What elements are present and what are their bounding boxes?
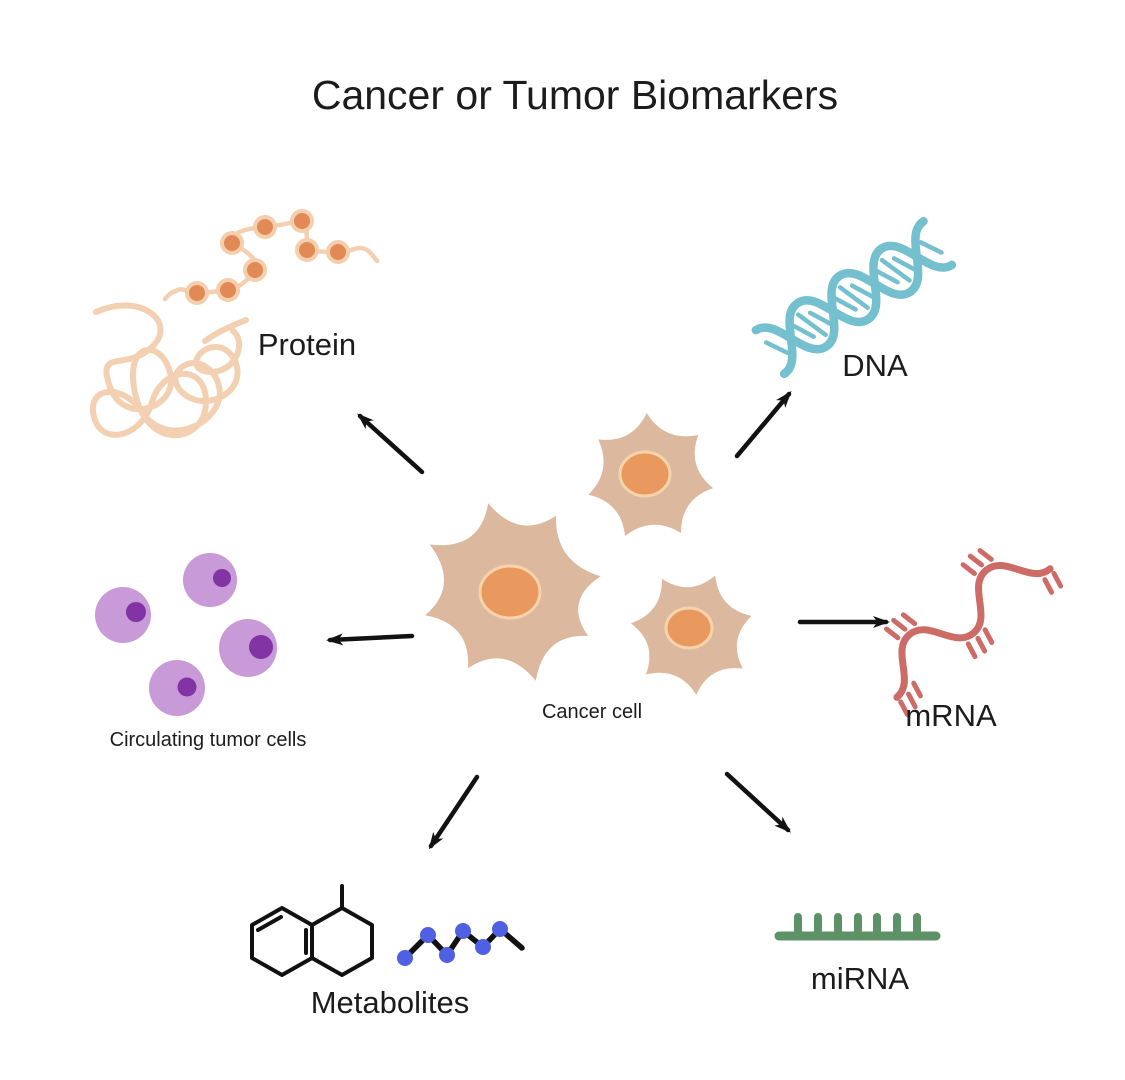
protein-beads	[185, 209, 350, 305]
cancer-cell-label: Cancer cell	[541, 701, 643, 723]
protein-bead	[243, 258, 267, 282]
dna-strand	[751, 217, 928, 354]
dna-label: DNA	[842, 348, 908, 383]
protein-bead	[326, 240, 350, 264]
mirna-icon	[774, 913, 941, 941]
cancer-cell-small-right	[630, 575, 752, 695]
cancer-cell-small-top	[588, 413, 713, 536]
protein-icon	[89, 209, 380, 439]
arrow-to-metabolites	[428, 774, 480, 850]
cancer-cell-large	[425, 503, 601, 681]
mirna-teeth	[794, 913, 921, 935]
protein-bead	[220, 231, 244, 255]
protein-bead	[295, 238, 319, 262]
dna-strand	[779, 241, 957, 379]
arrow-to-ctc	[326, 633, 415, 646]
protein-bead	[185, 281, 209, 305]
cancer-cell-nucleus	[618, 450, 672, 498]
tumor-cell	[95, 587, 151, 643]
mrna-strand	[893, 561, 1054, 701]
protein-tangle	[89, 302, 249, 439]
molecule-ring-structure	[250, 884, 374, 977]
tumor-cell	[149, 660, 205, 716]
ctc-icon	[95, 553, 277, 716]
protein-bead	[216, 278, 240, 302]
page-title: Cancer or Tumor Biomarkers	[311, 72, 839, 118]
arrow-to-mirna	[724, 771, 791, 833]
molecule-zigzag-chain	[397, 921, 525, 966]
mrna-label: mRNA	[905, 698, 997, 733]
cancer-cell-nucleus	[478, 564, 542, 620]
mrna-icon	[884, 548, 1064, 718]
metabolites-label: Metabolites	[310, 985, 470, 1020]
mrna-bases	[884, 548, 1064, 718]
arrow-to-protein	[357, 413, 425, 475]
protein-bead	[290, 209, 314, 233]
metabolites-icon	[250, 884, 525, 977]
tumor-cell	[219, 619, 277, 677]
arrows	[326, 390, 890, 850]
dna-rungs	[763, 240, 944, 356]
cancer-cell-nucleus	[664, 606, 714, 650]
arrow-to-dna	[734, 390, 792, 459]
protein-label: Protein	[257, 327, 357, 362]
ctc-label: Circulating tumor cells	[109, 729, 307, 751]
cancer-cells	[425, 413, 752, 695]
dna-icon	[751, 217, 957, 379]
tumor-cell	[183, 553, 237, 607]
protein-bead	[253, 215, 277, 239]
mirna-label: miRNA	[810, 961, 910, 996]
